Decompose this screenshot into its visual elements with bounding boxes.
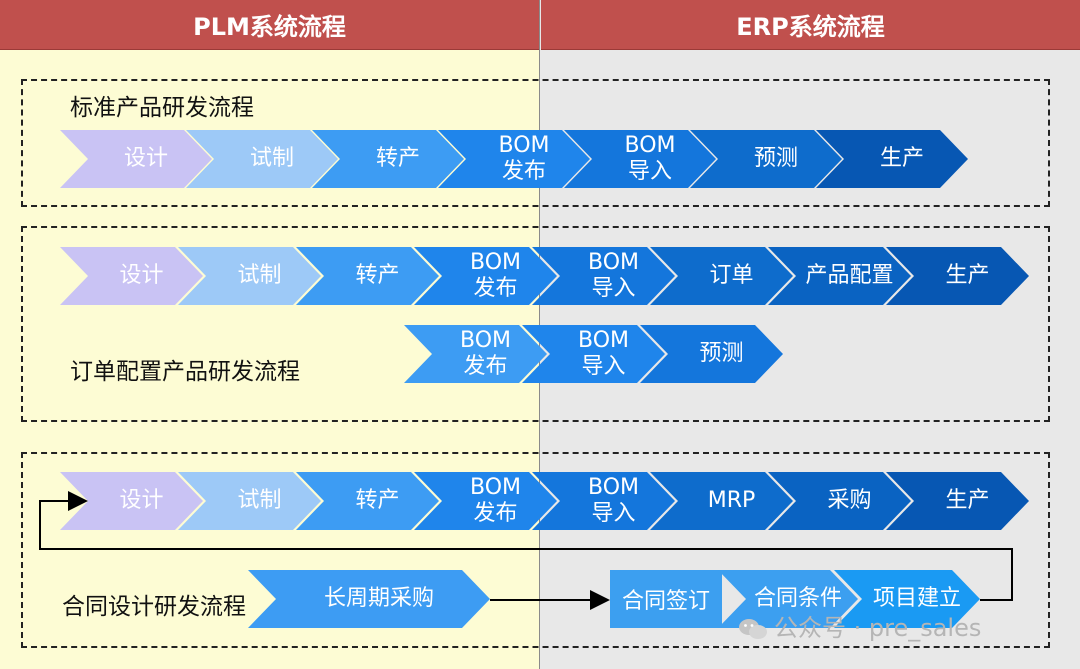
watermark: 公众号 · pre_sales (738, 608, 981, 643)
order-config-label: 订单配置产品研发流程 (70, 359, 300, 385)
g3-step-design: 设计 (60, 472, 203, 530)
g2-sub-bom-release: BOM 发布 (404, 325, 547, 383)
g1-step-transfer: 转产 (312, 130, 464, 188)
standard-product-group (21, 79, 1050, 207)
contract-design-group (21, 452, 1050, 648)
wechat-icon (739, 619, 767, 639)
erp-header: ERP系统流程 (541, 0, 1080, 50)
order-config-group (21, 226, 1050, 422)
g1-step-bom-release: BOM 发布 (438, 130, 590, 188)
g3-long-purchase: 长周期采购 (248, 570, 490, 628)
contract-design-label: 合同设计研发流程 (62, 594, 246, 620)
g1-step-production: 生产 (816, 130, 968, 188)
plm-header: PLM系统流程 (0, 0, 539, 50)
g2-sub-bom-import: BOM 导入 (522, 325, 665, 383)
g3-contract-sign: 合同签订 (610, 570, 722, 628)
watermark-text: 公众号 · pre_sales (774, 614, 982, 642)
g3-step-transfer: 转产 (296, 472, 439, 530)
standard-product-label: 标准产品研发流程 (70, 95, 254, 121)
return-loop-arrow (39, 491, 1013, 601)
